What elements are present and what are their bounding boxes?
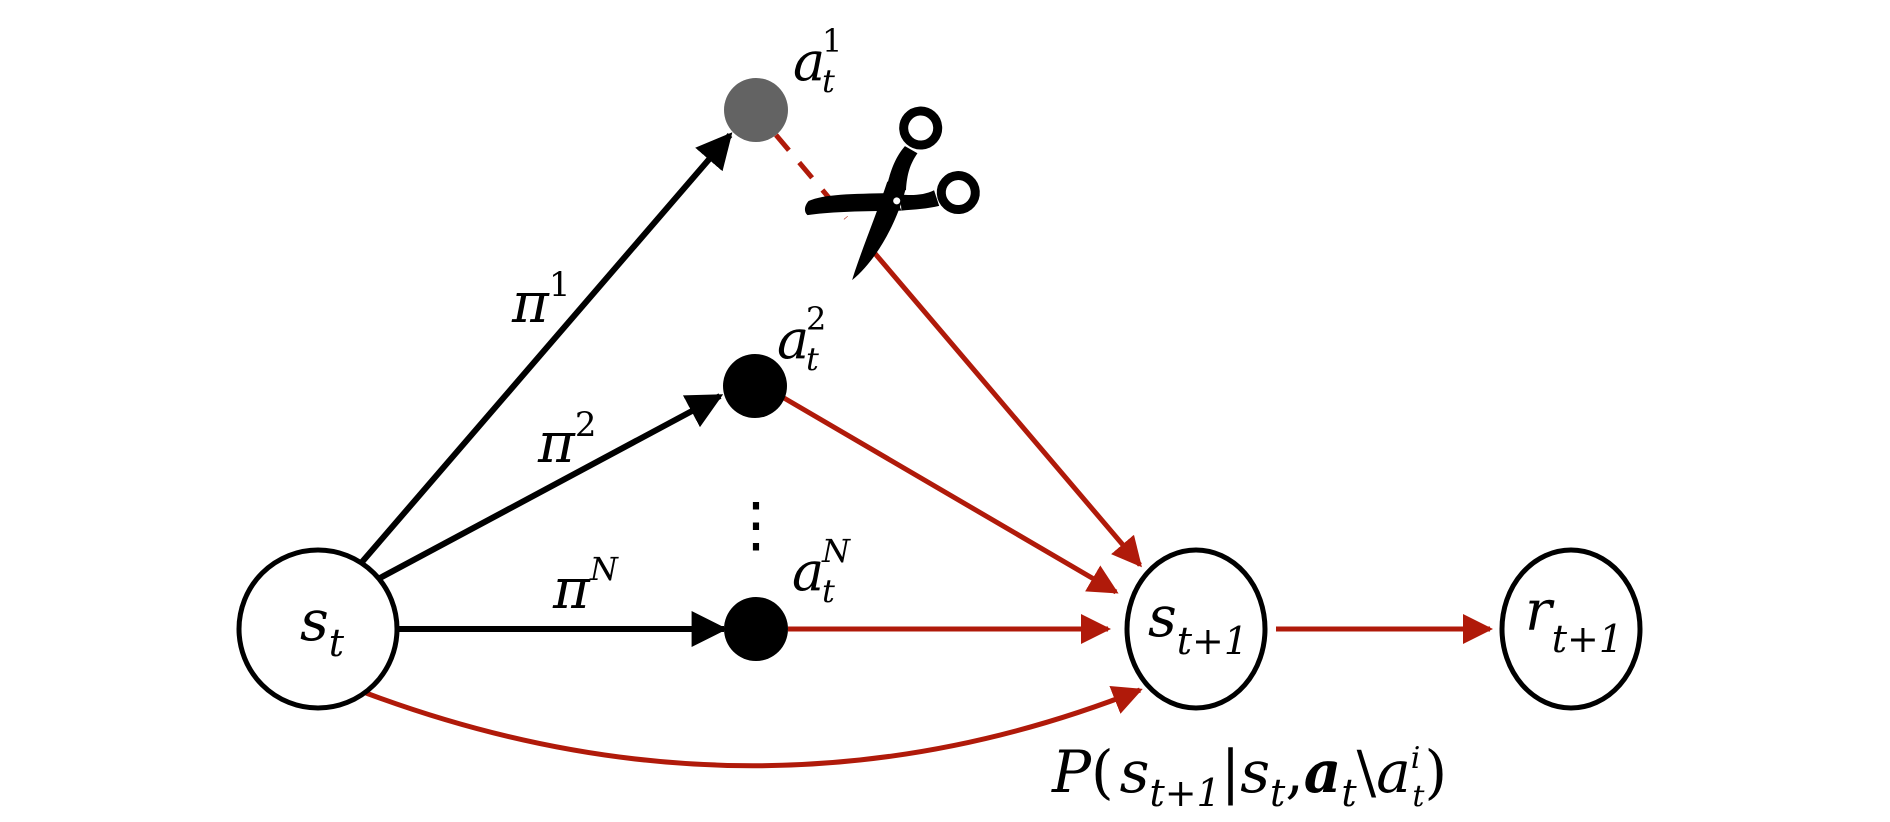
node-a1-cut[interactable] — [724, 78, 788, 142]
edge-st-to-st1 — [365, 685, 1143, 769]
scissors-icon — [804, 106, 980, 281]
node-s-t1[interactable] — [1124, 547, 1268, 711]
edge-pi1 — [359, 132, 733, 564]
label-r-t1: rt+1 — [1525, 579, 1623, 661]
label-pi1: π1 — [511, 265, 570, 336]
edge-a1-to-st1 — [870, 248, 1142, 568]
node-s-t[interactable] — [236, 547, 400, 711]
node-aN[interactable] — [724, 597, 788, 661]
ellipsis: ⋮ — [726, 490, 786, 560]
edge-pi2 — [378, 393, 724, 581]
edge-a2-to-st1 — [782, 395, 1119, 595]
label-piN: πN — [552, 550, 619, 622]
node-a2[interactable] — [723, 354, 787, 418]
node-r-t1[interactable] — [1499, 547, 1643, 711]
label-s-t1: st+1 — [1148, 585, 1248, 663]
label-pi2: π2 — [537, 405, 596, 476]
label-s-t: st — [300, 589, 345, 665]
